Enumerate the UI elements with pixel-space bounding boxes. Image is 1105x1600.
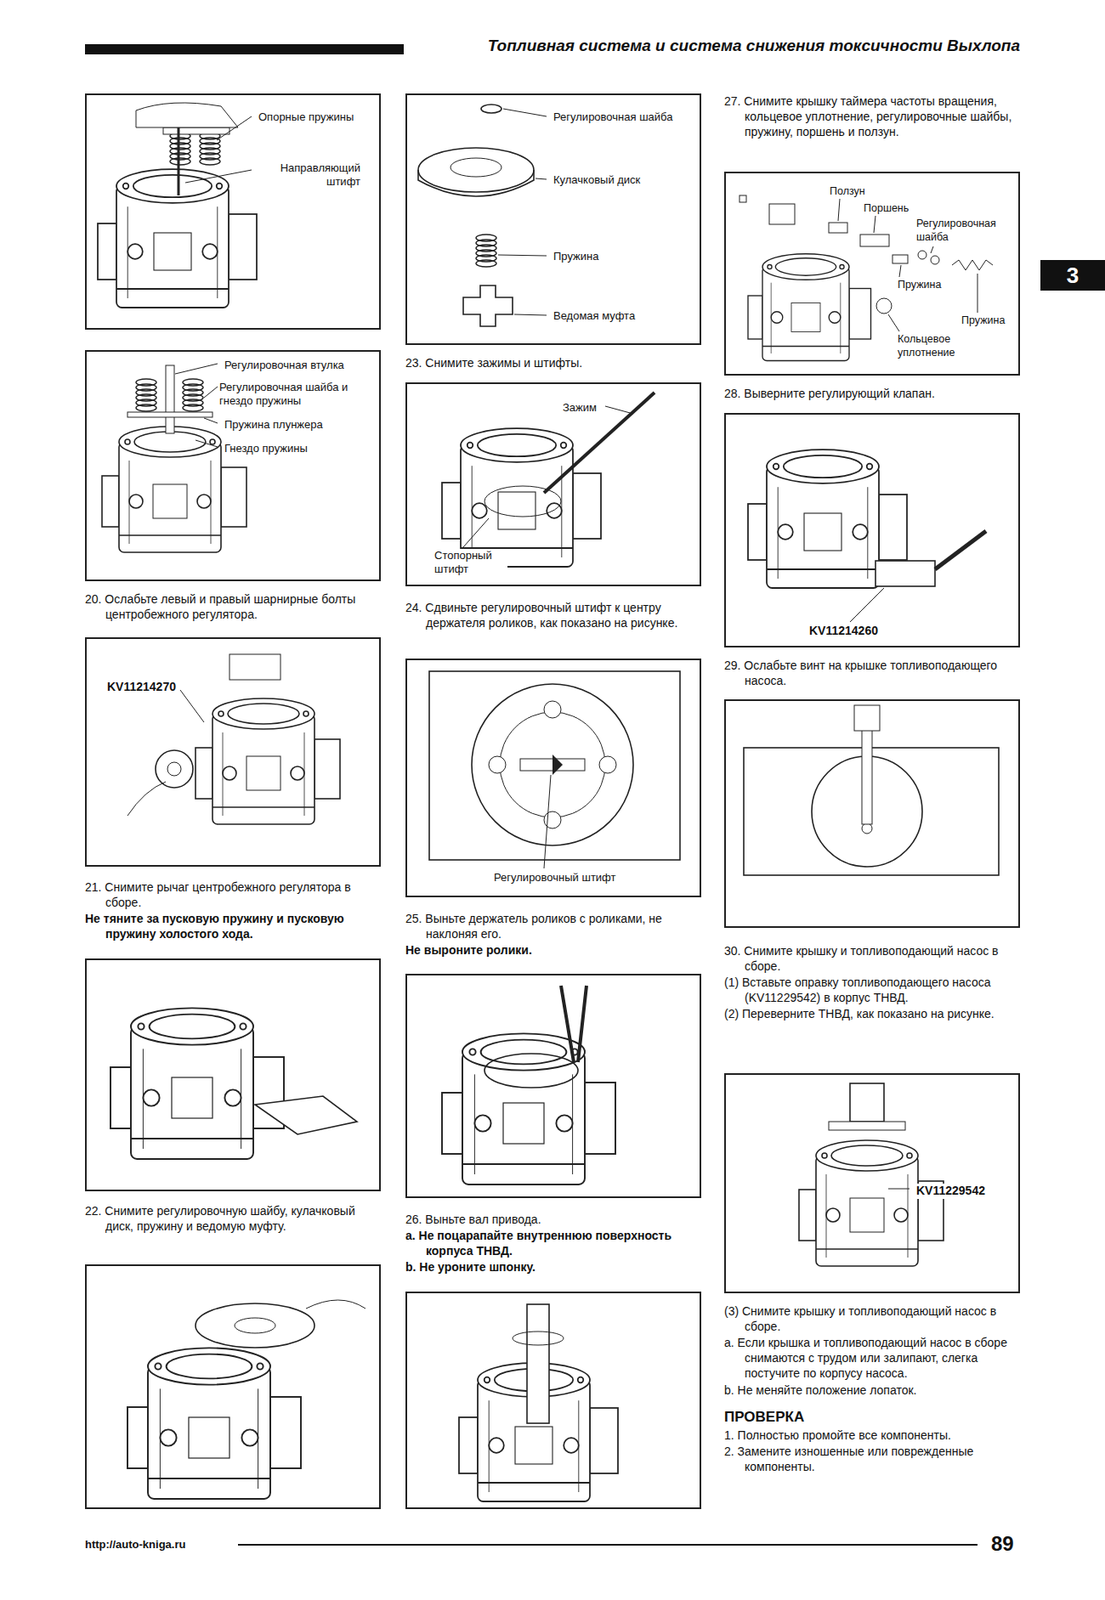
figure-frame: Регулировочный штифт xyxy=(405,658,702,898)
callout-label: Кулачковый диск xyxy=(551,173,642,187)
callout-label: Ползун xyxy=(827,185,867,199)
figure-frame: ПолзунПоршеньРегулировочная шайбаПружина… xyxy=(724,171,1020,376)
instruction-text: a. Не поцарапайте внутреннюю поверхность… xyxy=(405,1228,702,1259)
page-number: 89 xyxy=(991,1530,1034,1558)
page-title: Топливная система и система снижения ток… xyxy=(487,36,1020,56)
callout-label: Стопорный штифт xyxy=(432,549,508,578)
callout-label: KV11229542 xyxy=(914,1184,987,1200)
callout-label: Регулировочная шайба xyxy=(914,217,1014,244)
callout-label: KV11214270 xyxy=(105,680,178,696)
instruction-text: (2) Переверните ТНВД, как показано на ри… xyxy=(724,1006,1020,1022)
header-bar xyxy=(85,44,404,55)
instruction-text: b. Не уроните шпонку. xyxy=(405,1259,702,1275)
figure-frame: ЗажимСтопорный штифт xyxy=(405,382,702,587)
callout-label: Пружина xyxy=(959,314,1007,329)
callout-label: Поршень xyxy=(861,202,911,216)
instruction-text: 25. Выньте держатель роликов с роликами,… xyxy=(405,911,702,942)
instruction-text: 21. Снимите рычаг центробежного регулято… xyxy=(85,879,381,911)
instruction-text: 20. Ослабьте левый и правый шарнирные бо… xyxy=(85,591,381,623)
callout-label: Регулировочная втулка xyxy=(222,358,346,373)
figure-frame: KV11214270 xyxy=(85,637,381,867)
instruction-text: 1. Полностью промойте все компоненты. xyxy=(724,1428,1020,1444)
figure-frame: Регулировочная шайбаКулачковый дискПружи… xyxy=(405,93,702,346)
callout-label: Гнездо пружины xyxy=(222,442,310,456)
instruction-text: 22. Снимите регулировочную шайбу, кулачк… xyxy=(85,1203,381,1235)
callout-label: Направляющий штифт xyxy=(256,161,363,190)
instruction-text: 24. Сдвиньте регулировочный штифт к цент… xyxy=(405,600,702,631)
callout-label: Зажим xyxy=(561,401,599,415)
callout-label: Опорные пружины xyxy=(256,110,356,125)
callout-label: Пружина xyxy=(895,278,943,293)
callout-label: Регулировочный штифт xyxy=(492,871,618,885)
instruction-text: 27. Снимите крышку таймера частоты враще… xyxy=(724,93,1020,141)
instruction-text: Не выроните ролики. xyxy=(405,942,702,958)
callout-label: KV11214260 xyxy=(807,623,880,640)
callout-label: Регулировочная шайба и гнездо пружины xyxy=(217,380,374,409)
callout-label: Ведомая муфта xyxy=(551,309,637,323)
figure-frame: KV11214260 xyxy=(724,413,1020,648)
figure-frame: Опорные пружиныНаправляющий штифт xyxy=(85,93,381,330)
instruction-text: (1) Вставьте оправку топливоподающего на… xyxy=(724,974,1020,1006)
section-number: 3 xyxy=(1040,260,1105,291)
instruction-text: 2. Замените изношенные или поврежденные … xyxy=(724,1444,1020,1475)
instruction-text: Не тяните за пусковую пружину и пусковую… xyxy=(85,911,381,942)
section-tab: 3 xyxy=(1040,260,1105,291)
figure-frame: KV11229542 xyxy=(724,1073,1020,1294)
instruction-text: 26. Выньте вал привода. xyxy=(405,1212,702,1228)
figure-frame: Регулировочная втулкаРегулировочная шайб… xyxy=(85,350,381,582)
callout-label: Пружина xyxy=(551,249,601,264)
instruction-text: 29. Ослабьте винт на крышке топливоподаю… xyxy=(724,657,1020,689)
instruction-text: 28. Выверните регулирующий клапан. xyxy=(724,385,1020,402)
callout-label: Пружина плунжера xyxy=(222,418,325,432)
instruction-text: 23. Снимите зажимы и штифты. xyxy=(405,355,702,371)
callout-label: Регулировочная шайба xyxy=(551,110,675,125)
instruction-text: (3) Снимите крышку и топливоподающий нас… xyxy=(724,1303,1020,1335)
instruction-text: 30. Снимите крышку и топливоподающий нас… xyxy=(724,943,1020,975)
instruction-text: b. Не меняйте положение лопаток. xyxy=(724,1382,1020,1399)
instruction-text: a. Если крышка и топливоподающий насос в… xyxy=(724,1335,1020,1383)
callout-label: Кольцевое уплотнение xyxy=(895,333,971,360)
footer-rule xyxy=(238,1544,978,1547)
footer-url: http://auto-kniga.ru xyxy=(85,1538,255,1553)
section-heading: ПРОВЕРКА xyxy=(724,1408,1020,1428)
